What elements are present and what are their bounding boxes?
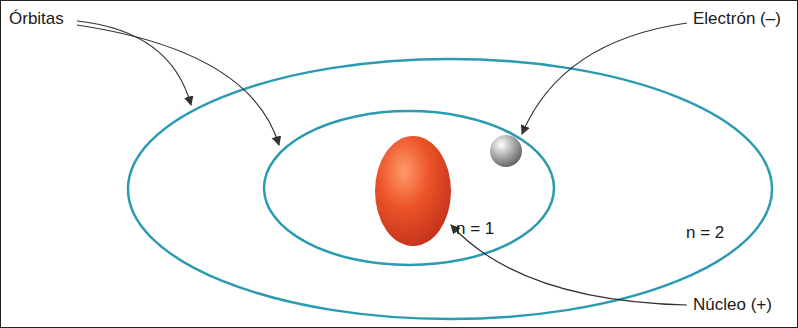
nucleus [375,136,451,246]
part-label: Órbitas [9,9,64,29]
orbit-number: n = 2 [686,223,724,243]
leader-line [77,21,191,105]
outer-orbit [128,59,772,319]
electron [490,135,522,167]
part-label: Electrón (–) [693,9,781,29]
orbit-number: n = 1 [456,219,494,239]
inner-orbit [264,111,554,265]
leader-line [77,25,279,145]
leader-line [522,23,687,134]
part-label: Núcleo (+) [693,295,772,315]
